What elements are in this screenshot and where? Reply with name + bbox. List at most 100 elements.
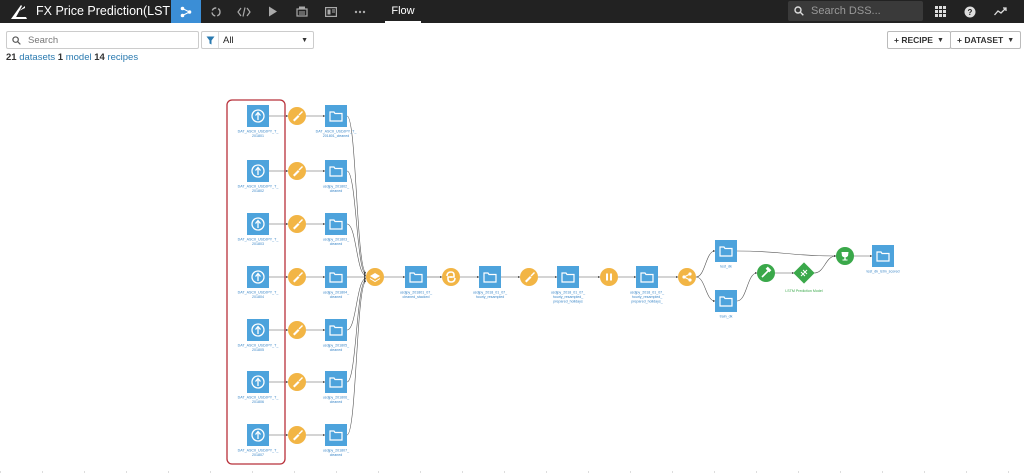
flow-filter-dropdown[interactable]: All ▼ bbox=[201, 31, 314, 49]
notebook-icon[interactable] bbox=[287, 0, 317, 23]
python-icon bbox=[446, 271, 456, 283]
flow-search-field[interactable] bbox=[6, 31, 199, 49]
cleaned-dataset-1[interactable]: DAT_ASCII_USDJPY_T_201801_cleaned bbox=[316, 105, 358, 138]
train-dataset[interactable]: train_dk bbox=[715, 290, 737, 319]
node-label: 201802 bbox=[252, 189, 264, 193]
input-dataset-2[interactable]: DAT_ASCII_USDJPY_T_201802 bbox=[238, 160, 280, 193]
input-dataset-5[interactable]: DAT_ASCII_USDJPY_T_201805 bbox=[238, 319, 280, 352]
node-label: DAT_ASCII_USDJPY_T_ bbox=[238, 185, 280, 189]
node-label: hourly_resampled bbox=[476, 295, 505, 299]
input-dataset-6[interactable]: DAT_ASCII_USDJPY_T_201806 bbox=[238, 371, 280, 404]
cleaned-dataset-7[interactable]: usdjpy_201807_cleaned bbox=[323, 424, 350, 457]
flow-search-input[interactable] bbox=[28, 34, 188, 46]
node-label: usdjpy_2018_01_07_ bbox=[473, 291, 508, 295]
node-label: usdjpy_2018_01_07_ bbox=[551, 291, 586, 295]
node-label: cleaned bbox=[330, 400, 343, 404]
flow-summary: 21 datasets 1 model 14 recipes bbox=[6, 52, 138, 63]
model-link[interactable]: model bbox=[65, 52, 92, 63]
node-label: usdjpy_201802_ bbox=[323, 185, 350, 189]
stack-icon bbox=[369, 273, 381, 283]
model-icon bbox=[800, 269, 808, 277]
node-label: prepared_holidays bbox=[553, 300, 583, 304]
scored-dataset[interactable]: test_dk_lstm_scored bbox=[867, 245, 900, 274]
add-recipe-button[interactable]: + RECIPE ▼ bbox=[887, 31, 951, 49]
refresh-icon[interactable] bbox=[201, 0, 231, 23]
prepare-recipe-1[interactable] bbox=[288, 107, 306, 125]
trophy-icon bbox=[841, 252, 849, 261]
add-dataset-label: + DATASET bbox=[957, 35, 1004, 45]
more-icon[interactable] bbox=[345, 0, 375, 23]
score-recipe[interactable] bbox=[836, 247, 854, 265]
code-icon[interactable] bbox=[229, 0, 259, 23]
node-label: DAT_ASCII_USDJPY_T_ bbox=[316, 130, 358, 134]
cleaned-dataset-6[interactable]: usdjpy_201806_cleaned bbox=[323, 371, 350, 404]
flow-icon[interactable] bbox=[171, 0, 201, 23]
datasets-count: 21 bbox=[6, 52, 17, 63]
python-recipe[interactable] bbox=[442, 268, 460, 286]
prepare-recipe-hourly[interactable] bbox=[520, 268, 538, 286]
node-label: 201805 bbox=[252, 348, 264, 352]
add-dataset-button[interactable]: + DATASET ▼ bbox=[950, 31, 1022, 49]
stack-recipe[interactable] bbox=[366, 268, 384, 286]
node-label: 201804 bbox=[252, 295, 264, 299]
node-label: cleaned bbox=[330, 189, 343, 193]
test-dataset[interactable]: test_dk bbox=[715, 240, 737, 269]
node-label: hourly_resampled_ bbox=[632, 295, 664, 299]
node-label: cleaned bbox=[330, 295, 343, 299]
hammer-icon bbox=[761, 266, 772, 278]
split-recipe[interactable] bbox=[678, 268, 696, 286]
dashboard-icon[interactable] bbox=[316, 0, 346, 23]
cleaned-dataset-5[interactable]: usdjpy_201805_cleaned bbox=[323, 319, 350, 352]
search-icon bbox=[794, 6, 804, 16]
svg-text:?: ? bbox=[968, 8, 973, 17]
help-icon[interactable]: ? bbox=[959, 0, 981, 23]
node-label: usdjpy_2018_01_07_ bbox=[630, 291, 665, 295]
chevron-down-icon: ▼ bbox=[1007, 36, 1015, 44]
prepare-recipe-7[interactable] bbox=[288, 426, 306, 444]
train-recipe[interactable] bbox=[757, 264, 775, 282]
input-dataset-4[interactable]: DAT_ASCII_USDJPY_T_201804 bbox=[238, 266, 280, 299]
activity-icon[interactable] bbox=[989, 0, 1011, 23]
prepare-recipe-6[interactable] bbox=[288, 373, 306, 391]
chain-dataset-2[interactable]: usdjpy_2018_01_07_hourly_resampled bbox=[473, 266, 508, 299]
node-label: cleaned_stacked bbox=[403, 295, 430, 299]
chain-dataset-4[interactable]: usdjpy_2018_01_07_hourly_resampled_prepa… bbox=[630, 266, 665, 304]
node-label: test_dk bbox=[720, 265, 732, 269]
node-label: usdjpy_201803_ bbox=[323, 238, 350, 242]
pause-icon bbox=[606, 273, 612, 281]
node-label: usdjpy_201801_07_ bbox=[400, 291, 433, 295]
chain-dataset-1[interactable]: usdjpy_201801_07_cleaned_stacked bbox=[400, 266, 433, 299]
input-dataset-7[interactable]: DAT_ASCII_USDJPY_T_201807 bbox=[238, 424, 280, 457]
prepare-recipe-5[interactable] bbox=[288, 321, 306, 339]
input-dataset-1[interactable]: DAT_ASCII_USDJPY_T_201801 bbox=[238, 105, 280, 138]
window-recipe[interactable] bbox=[600, 268, 618, 286]
node-label: 201803 bbox=[252, 242, 264, 246]
node-label: cleaned bbox=[330, 453, 343, 457]
play-icon[interactable] bbox=[258, 0, 288, 23]
input-dataset-3[interactable]: DAT_ASCII_USDJPY_T_201803 bbox=[238, 213, 280, 246]
lstm-model[interactable]: LSTM Prediction Model bbox=[785, 262, 823, 293]
cleaned-dataset-2[interactable]: usdjpy_201802_cleaned bbox=[323, 160, 350, 193]
prepare-recipe-3[interactable] bbox=[288, 215, 306, 233]
node-label: cleaned bbox=[330, 348, 343, 352]
chevron-down-icon: ▼ bbox=[936, 36, 944, 44]
recipes-link[interactable]: recipes bbox=[107, 52, 139, 63]
global-search-input[interactable]: Search DSS... bbox=[788, 1, 923, 21]
tab-flow[interactable]: Flow bbox=[385, 0, 421, 23]
apps-grid-icon[interactable] bbox=[929, 0, 951, 23]
cleaned-dataset-4[interactable]: usdjpy_201804_cleaned bbox=[323, 266, 350, 299]
node-label: usdjpy_201804_ bbox=[323, 291, 350, 295]
project-title[interactable]: FX Price Prediction(LSTM) bbox=[36, 4, 185, 18]
chain-dataset-3[interactable]: usdjpy_2018_01_07_hourly_resampled_prepa… bbox=[551, 266, 586, 304]
datasets-link[interactable]: datasets bbox=[19, 52, 56, 63]
node-label: cleaned bbox=[330, 242, 343, 246]
node-label: 201807 bbox=[252, 453, 264, 457]
recipes-count: 14 bbox=[94, 52, 105, 63]
dataiku-logo-icon[interactable] bbox=[8, 2, 30, 21]
prepare-recipe-4[interactable] bbox=[288, 268, 306, 286]
cleaned-dataset-3[interactable]: usdjpy_201803_cleaned bbox=[323, 213, 350, 246]
node-label: DAT_ASCII_USDJPY_T_ bbox=[238, 396, 280, 400]
filter-icon[interactable] bbox=[202, 32, 219, 48]
prepare-recipe-2[interactable] bbox=[288, 162, 306, 180]
